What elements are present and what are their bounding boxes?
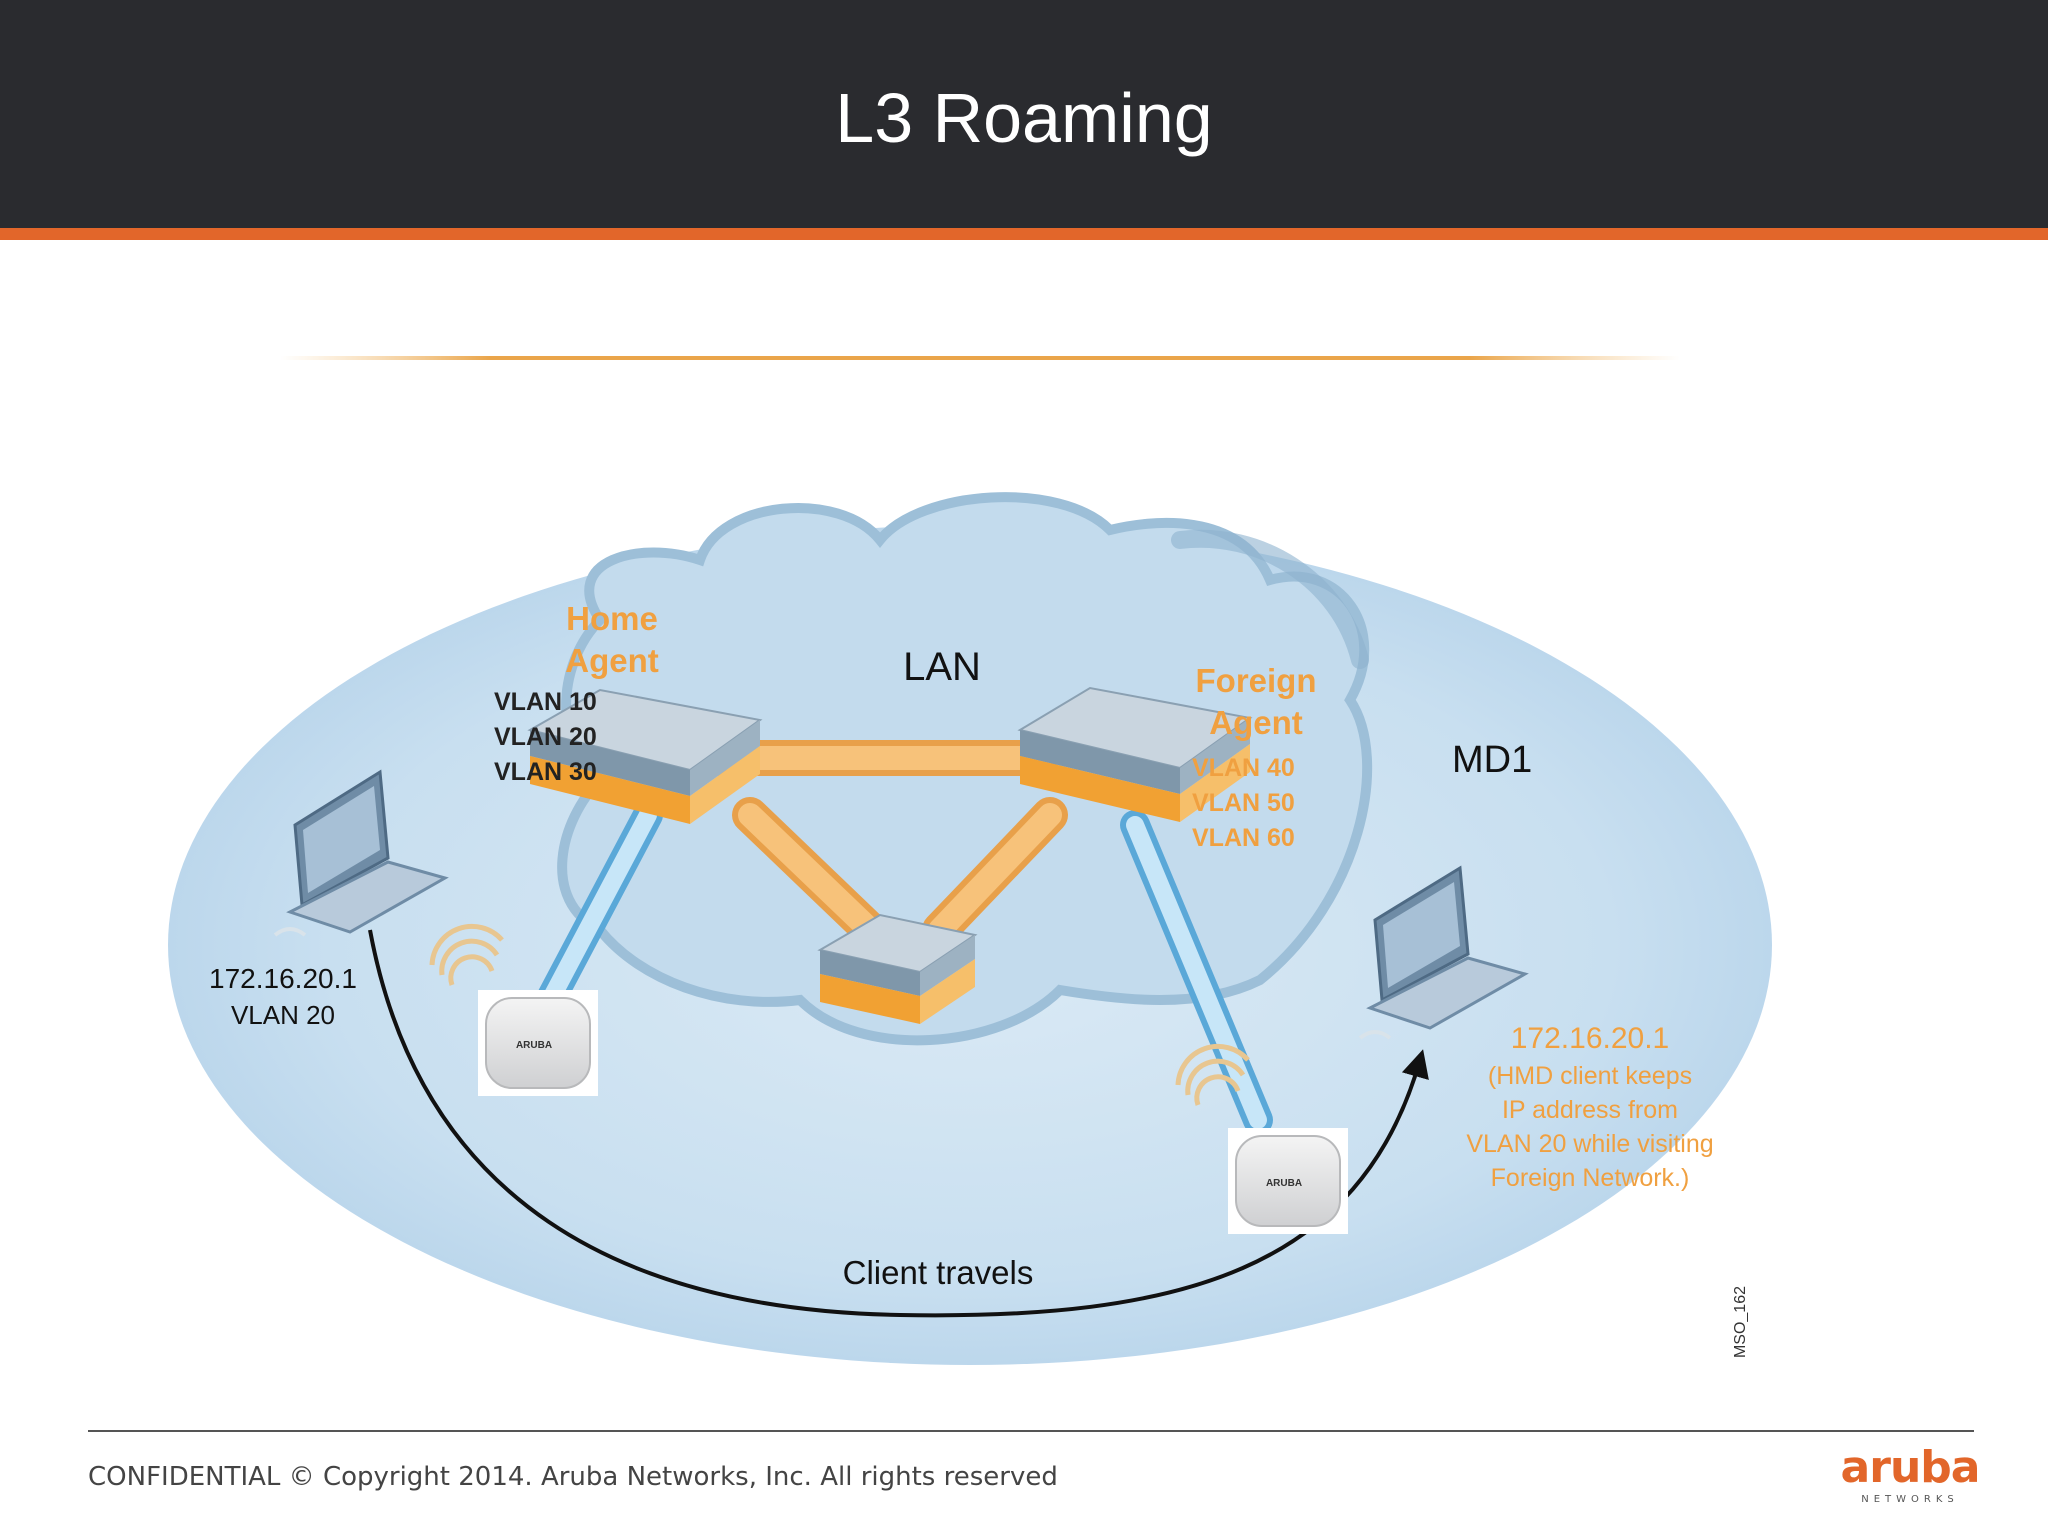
figure-id: MSO_162 <box>1732 1286 1749 1358</box>
ap-brand-home: ARUBA <box>516 1040 552 1051</box>
home-vlan-1: VLAN 10 <box>494 688 597 716</box>
core-switch <box>817 913 978 1024</box>
home-client-vlan: VLAN 20 <box>231 1000 335 1030</box>
foreign-agent-switch <box>1017 686 1253 822</box>
home-agent-switch <box>527 688 763 824</box>
logo-subtitle: NETWORKS <box>1861 1494 1959 1505</box>
foreign-vlan-2: VLAN 50 <box>1192 789 1295 817</box>
wifi-signal-icon-foreign <box>1175 1043 1250 1106</box>
footer-copyright: CONFIDENTIAL © Copyright 2014. Aruba Net… <box>88 1462 1058 1492</box>
home-client-ip: 172.16.20.1 <box>209 963 357 994</box>
laptop-icon-home <box>273 769 449 937</box>
access-point-home <box>478 990 598 1096</box>
foreign-client-ip: 172.16.20.1 <box>1511 1022 1669 1055</box>
logo-word: aruba <box>1840 1442 1981 1493</box>
client-travels-label: Client travels <box>843 1254 1034 1291</box>
foreign-agent-title-2: Agent <box>1209 704 1303 741</box>
aruba-logo: aruba NETWORKS <box>1840 1442 1981 1506</box>
md1-label: MD1 <box>1452 739 1532 781</box>
access-point-foreign <box>1228 1128 1348 1234</box>
home-agent-title-1: Home <box>566 600 658 637</box>
decorative-divider <box>280 356 1680 360</box>
ap-brand-foreign: ARUBA <box>1266 1178 1302 1189</box>
lan-label: LAN <box>903 645 981 689</box>
title-bar <box>0 0 2048 228</box>
foreign-client-note-4: Foreign Network.) <box>1491 1164 1690 1192</box>
foreign-client-note-2: IP address from <box>1502 1096 1678 1124</box>
laptop-icon-foreign <box>1358 865 1529 1040</box>
home-agent-title-2: Agent <box>565 642 659 679</box>
foreign-client-note-3: VLAN 20 while visiting <box>1466 1130 1713 1158</box>
foreign-vlan-3: VLAN 60 <box>1192 824 1295 852</box>
foreign-vlan-1: VLAN 40 <box>1192 754 1295 782</box>
slide-title: L3 Roaming <box>835 79 1213 157</box>
home-vlan-2: VLAN 20 <box>494 723 597 751</box>
foreign-client-note-1: (HMD client keeps <box>1488 1062 1692 1090</box>
home-vlan-3: VLAN 30 <box>494 758 597 786</box>
title-accent-bar <box>0 228 2048 240</box>
foreign-agent-title-1: Foreign <box>1196 662 1317 699</box>
wifi-signal-icon-home <box>429 923 504 986</box>
footer-divider <box>88 1430 1974 1432</box>
